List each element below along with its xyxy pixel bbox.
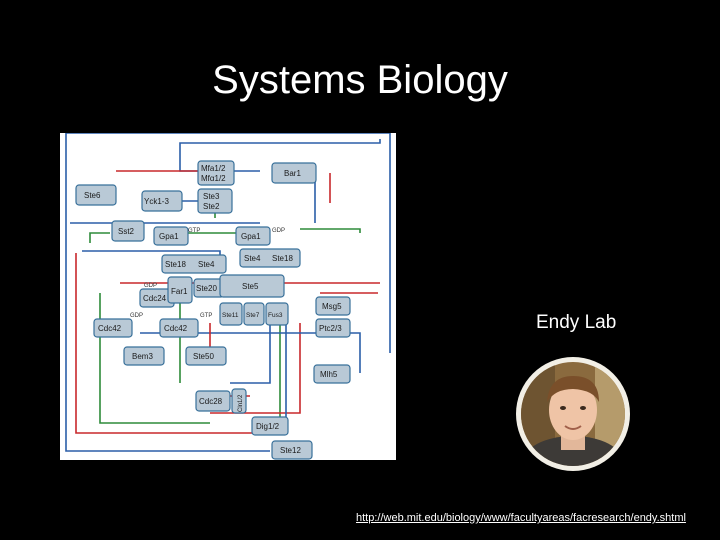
node-ste11: Ste11 (220, 303, 242, 325)
node-ste3: Ste3 Ste2 (198, 189, 232, 213)
portrait-image (515, 356, 631, 472)
node-ptc-label: Ptc2/3 (319, 324, 342, 333)
node-dig: Dig1/2 (252, 417, 288, 435)
node-ste18-label: Ste18 (165, 260, 186, 269)
node-ste7: Ste7 (244, 303, 264, 325)
node-ste4b-label: Ste4 (244, 254, 261, 263)
node-cln: Cln1/2 (232, 389, 246, 413)
node-ste4-label: Ste4 (198, 260, 215, 269)
node-mlh-label: Mlh5 (320, 370, 338, 379)
node-ste5-label: Ste5 (242, 282, 259, 291)
node-yck-label: Yck1-3 (144, 197, 169, 206)
node-ste50-label: Ste50 (193, 352, 214, 361)
node-gpa1a-label: Gpa1 (159, 232, 179, 241)
node-ste6-label: Ste6 (84, 191, 101, 200)
node-cdc28: Cdc28 (196, 391, 230, 411)
node-bar1: Bar1 (272, 163, 316, 183)
node-gpa1-gdp: Gpa1 (236, 227, 270, 245)
node-mfa-label: Mfa1/2 (201, 164, 226, 173)
pathway-diagram: Mfa1/2 Mfα1/2 Bar1 Ste6 Yck1-3 Ste3 Ste2… (60, 133, 396, 460)
annotation-gdp3: GDP (130, 313, 143, 319)
node-ste18b-label: Ste18 (272, 254, 293, 263)
portrait-photo (515, 356, 631, 472)
node-ste3-label: Ste3 (203, 192, 220, 201)
node-cdc42a-label: Cdc42 (98, 324, 122, 333)
node-ste12: Ste12 (272, 441, 312, 459)
slide-title: Systems Biology (0, 58, 720, 103)
node-fus3-label: Fus3 (268, 312, 283, 319)
node-ptc: Ptc2/3 (316, 319, 350, 337)
pathway-diagram-svg: Mfa1/2 Mfα1/2 Bar1 Ste6 Yck1-3 Ste3 Ste2… (60, 133, 396, 460)
node-ste4-ste18-top: Ste4 Ste18 (240, 249, 300, 267)
node-cdc42-left: Cdc42 (94, 319, 132, 337)
node-ste12-label: Ste12 (280, 446, 301, 455)
node-ste11-label: Ste11 (222, 312, 239, 319)
node-far1: Far1 (168, 277, 192, 303)
node-bem3: Bem3 (124, 347, 164, 365)
node-gpa1b-label: Gpa1 (241, 232, 261, 241)
node-ste20-label: Ste20 (196, 284, 217, 293)
node-mfa2-label: Mfα1/2 (201, 174, 226, 183)
annotation-gdp1: GDP (272, 228, 285, 234)
node-mlh: Mlh5 (314, 365, 350, 383)
node-ste2-label: Ste2 (203, 202, 220, 211)
node-mfa: Mfa1/2 Mfα1/2 (198, 161, 234, 185)
node-cdc42b-label: Cdc42 (164, 324, 188, 333)
node-gpa1-gtp: Gpa1 (154, 227, 188, 245)
node-bem3-label: Bem3 (132, 352, 153, 361)
annotation-gtp: GTP (188, 228, 200, 234)
node-msg5-label: Msg5 (322, 302, 342, 311)
node-cdc42-right: Cdc42 (160, 319, 198, 337)
node-msg5: Msg5 (316, 297, 350, 315)
node-fus3: Fus3 (266, 303, 288, 325)
node-ste7-label: Ste7 (246, 312, 260, 319)
node-dig-label: Dig1/2 (256, 422, 280, 431)
node-ste50: Ste50 (186, 347, 226, 365)
node-ste6: Ste6 (76, 185, 116, 205)
node-sst2: Sst2 (112, 221, 144, 241)
annotation-gdp2: GDP (144, 283, 157, 289)
source-url-link[interactable]: http://web.mit.edu/biology/www/facultyar… (356, 512, 686, 524)
node-cdc28-label: Cdc28 (199, 397, 223, 406)
caption-endy-lab: Endy Lab (536, 312, 616, 334)
node-far1-label: Far1 (171, 287, 188, 296)
node-cdc24-label: Cdc24 (143, 294, 167, 303)
node-ste18-ste4: Ste18 Ste4 (162, 255, 226, 273)
node-yck: Yck1-3 (142, 191, 182, 211)
annotation-gtp2: GTP (200, 313, 212, 319)
node-ste5: Ste5 (220, 275, 284, 297)
node-cln-label: Cln1/2 (238, 394, 244, 412)
node-sst2-label: Sst2 (118, 227, 135, 236)
node-bar1-label: Bar1 (284, 169, 301, 178)
